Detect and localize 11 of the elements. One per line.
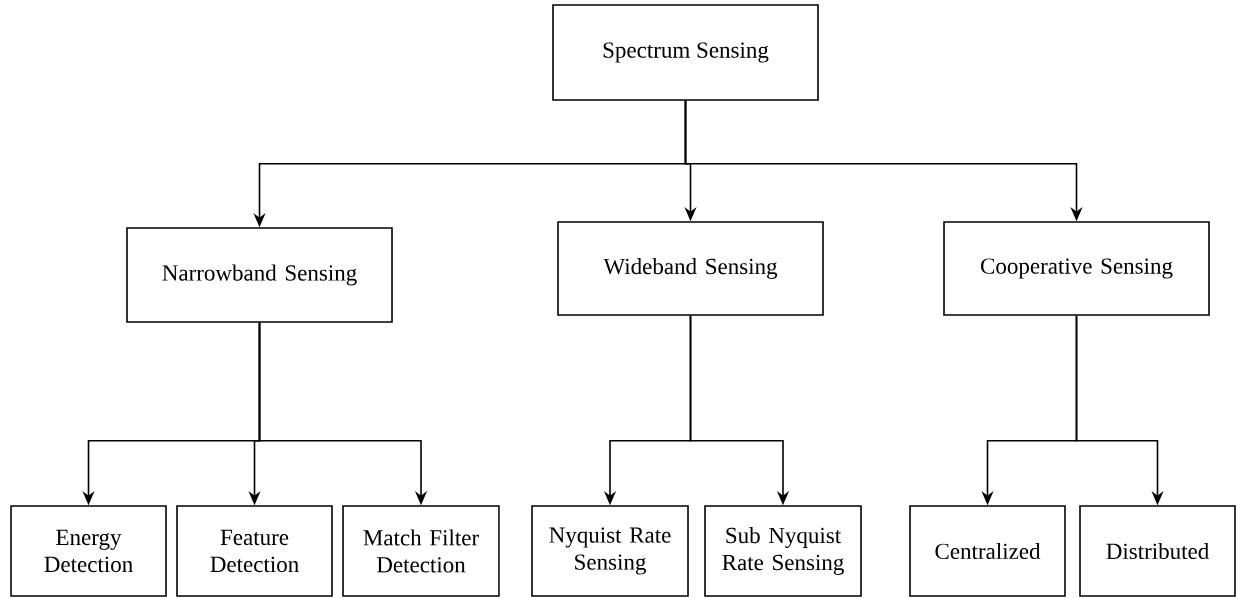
- category-box: Energy Detection: [10, 505, 167, 597]
- category-box: Distributed: [1079, 505, 1236, 597]
- category-box: Wideband Sensing: [557, 221, 824, 316]
- category-box: Match Filter Detection: [342, 505, 500, 597]
- category-box: Sub Nyquist Rate Sensing: [704, 505, 862, 597]
- category-box: Narrowband Sensing: [126, 227, 393, 323]
- category-box: Cooperative Sensing: [943, 221, 1210, 316]
- category-box: Feature Detection: [176, 505, 333, 597]
- category-box: Nyquist Rate Sensing: [531, 505, 689, 597]
- category-box: Centralized: [909, 505, 1066, 597]
- category-box: Spectrum Sensing: [552, 4, 819, 101]
